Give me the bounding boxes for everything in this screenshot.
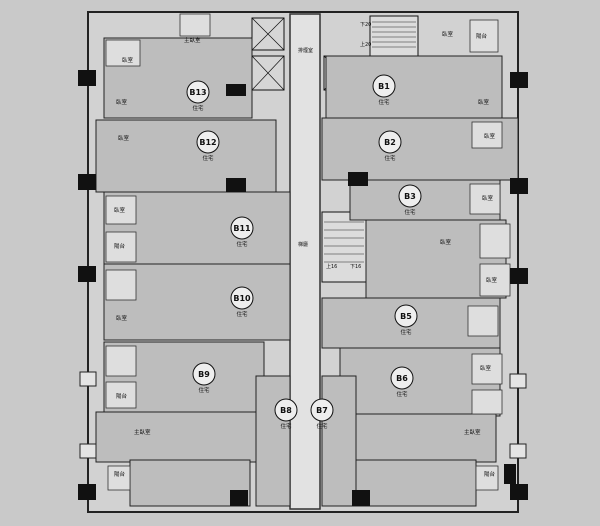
stair-top xyxy=(369,15,419,57)
unit-b9-name: 住宅 xyxy=(198,386,210,394)
central-corridor xyxy=(289,13,321,510)
stair-mid-down: 下16 xyxy=(350,264,361,270)
svg-text:B7: B7 xyxy=(316,406,328,415)
foyer-label: 排煙室 xyxy=(298,47,313,54)
unit-badge-b9: B9 住宅 xyxy=(192,362,216,394)
unit-badge-b5: B5 住宅 xyxy=(394,304,418,336)
unit-b6-name: 住宅 xyxy=(396,390,408,398)
unit-badge-b10: B10 住宅 xyxy=(230,286,254,318)
balcony-label-4: 陽台 xyxy=(476,32,488,40)
unit-b11-name: 住宅 xyxy=(236,240,248,248)
unit-b3-name: 住宅 xyxy=(404,208,416,216)
svg-text:B13: B13 xyxy=(189,88,206,97)
svg-text:B6: B6 xyxy=(396,374,408,383)
bedroom-label-12: 臥室 xyxy=(480,364,492,372)
svg-text:B3: B3 xyxy=(404,192,416,201)
master-bedroom-label: 主臥室 xyxy=(184,36,201,44)
svg-text:B5: B5 xyxy=(400,312,412,321)
svg-text:B2: B2 xyxy=(384,138,396,147)
bedroom-label-9: 臥室 xyxy=(482,194,494,202)
bedroom-label-4: 臥室 xyxy=(114,206,126,214)
bedroom-label-10: 臥室 xyxy=(440,238,452,246)
svg-text:B10: B10 xyxy=(233,294,251,303)
unit-badge-b13: B13 住宅 xyxy=(186,80,210,112)
svg-text:B8: B8 xyxy=(280,406,292,415)
stair-mid-up: 上16 xyxy=(326,263,337,270)
stair-mid xyxy=(321,211,367,283)
balcony-label-2: 陽台 xyxy=(116,392,128,400)
master-bedroom-label-2: 主臥室 xyxy=(134,428,151,436)
balcony-label-1: 陽台 xyxy=(114,242,126,250)
svg-text:B1: B1 xyxy=(378,82,390,91)
bedroom-label-11: 臥室 xyxy=(486,276,498,284)
unit-b10-name: 住宅 xyxy=(236,310,248,318)
unit-badge-b2: B2 住宅 xyxy=(378,130,402,162)
corridor-label: 梯廳 xyxy=(298,241,308,248)
unit-badge-b8: B8 住宅 xyxy=(274,398,298,430)
unit-b8-name: 住宅 xyxy=(280,422,292,430)
bedroom-label-6: 臥室 xyxy=(442,30,454,38)
balcony-label-5: 陽台 xyxy=(484,470,496,478)
light-rooms xyxy=(105,13,511,491)
unit-badge-b3: B3 住宅 xyxy=(398,184,422,216)
master-bedroom-label-3: 主臥室 xyxy=(464,428,481,436)
svg-text:B9: B9 xyxy=(198,370,210,379)
svg-text:B12: B12 xyxy=(199,138,216,147)
bedroom-label-2: 臥室 xyxy=(116,98,128,106)
unit-b7-name: 住宅 xyxy=(316,422,328,430)
bedroom-label-3: 臥室 xyxy=(118,134,130,142)
unit-b13-name: 住宅 xyxy=(192,104,204,112)
unit-b5-name: 住宅 xyxy=(400,328,412,336)
balcony-label-3: 陽台 xyxy=(114,470,126,478)
unit-badge-b11: B11 住宅 xyxy=(230,216,254,248)
balcony-bumps xyxy=(79,371,527,459)
stair-top-up: 上20 xyxy=(360,41,371,48)
unit-badge-b6: B6 住宅 xyxy=(390,366,414,398)
unit-b1-name: 住宅 xyxy=(378,98,390,106)
structural-columns xyxy=(78,70,528,506)
bedroom-label-7: 臥室 xyxy=(478,98,490,106)
unit-b12-name: 住宅 xyxy=(202,154,214,162)
unit-badge-b12: B12 住宅 xyxy=(196,130,220,162)
bedroom-label-5: 臥室 xyxy=(116,314,128,322)
unit-badge-b1: B1 住宅 xyxy=(372,74,396,106)
svg-text:B11: B11 xyxy=(233,224,251,233)
bedroom-label-8: 臥室 xyxy=(484,132,496,140)
bedroom-label-1: 臥室 xyxy=(122,56,134,64)
unit-b2-name: 住宅 xyxy=(384,154,396,162)
unit-badge-b7: B7 住宅 xyxy=(310,398,334,430)
stair-top-down: 下20 xyxy=(360,22,371,28)
